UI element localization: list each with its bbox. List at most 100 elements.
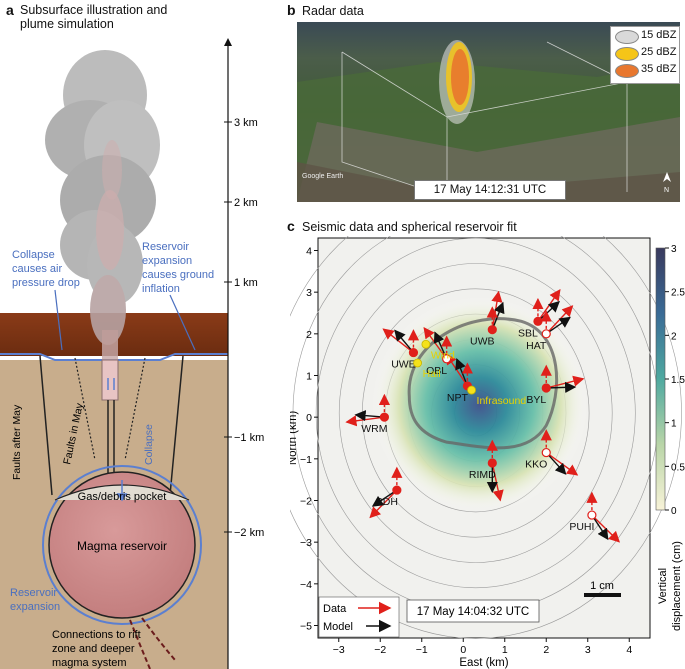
panel-c-title: Seismic data and spherical reservoir fit bbox=[302, 220, 517, 234]
y-tick-label: −5 bbox=[300, 621, 312, 633]
station-marker bbox=[487, 325, 497, 335]
station-label: RIMD bbox=[469, 469, 496, 481]
x-tick-label: 0 bbox=[460, 644, 466, 656]
panel-a-title: Subsurface illustration and plume simula… bbox=[20, 3, 167, 31]
y-tick-label: −2 bbox=[300, 496, 312, 508]
colorbar bbox=[655, 247, 666, 511]
scalebar-label: 1 cm bbox=[590, 580, 614, 592]
station-marker bbox=[392, 485, 402, 495]
model-arrow bbox=[433, 331, 448, 360]
x-tick-label: −1 bbox=[416, 644, 428, 656]
fault-in-left bbox=[74, 357, 96, 461]
res-exp-line2: expansion bbox=[142, 255, 192, 267]
connection-1 bbox=[129, 619, 151, 669]
radar-legend: 15 dBZ 25 dBZ 35 dBZ bbox=[610, 26, 680, 84]
station-label: NPT bbox=[447, 392, 469, 404]
data-arrow bbox=[546, 375, 585, 389]
panel-b-letter: b bbox=[287, 2, 296, 18]
depth-tick-minus2km: −2 km bbox=[234, 527, 264, 539]
panel-a-letter: a bbox=[6, 2, 14, 18]
yellow-marker bbox=[421, 339, 431, 349]
legend-swatch-15 bbox=[615, 30, 639, 44]
google-earth-label: Google Earth bbox=[302, 173, 343, 180]
legend-model: Model bbox=[323, 621, 353, 633]
yellow-label: Infrasound bbox=[477, 395, 527, 407]
y-tick-label: 0 bbox=[306, 412, 312, 424]
model-arrow bbox=[546, 381, 577, 393]
depth-tick-3km: 3 km bbox=[234, 117, 258, 129]
panel-c-letter: c bbox=[287, 218, 295, 234]
x-tick-label: 1 bbox=[502, 644, 508, 656]
y-tick-label: 1 bbox=[306, 371, 312, 383]
colorbar-tick-label: 0 bbox=[671, 506, 677, 517]
y-tick-label: −4 bbox=[300, 579, 312, 591]
x-tick-label: −2 bbox=[374, 644, 386, 656]
fault-after-left bbox=[39, 355, 53, 496]
colorbar-ticks: 32.521.510.50 bbox=[665, 244, 685, 517]
depth-tick-minus1km: −1 km bbox=[234, 432, 264, 444]
model-arrow bbox=[591, 514, 609, 541]
connections-line3: magma system bbox=[52, 657, 127, 669]
magma-reservoir-label: Magma reservoir bbox=[77, 539, 167, 553]
reservoir-expansion-line1: Reservoir bbox=[10, 587, 57, 599]
station-label: OBL bbox=[426, 365, 447, 377]
legend-35: 35 dBZ bbox=[641, 63, 677, 75]
legend-swatch-25 bbox=[615, 47, 639, 61]
panel-a-title-line1: Subsurface illustration and bbox=[20, 3, 168, 17]
colorbar-tick-label: 1.5 bbox=[671, 375, 685, 386]
x-ticks: −3 −2 −1 0 1 2 3 4 bbox=[333, 638, 632, 656]
model-arrow bbox=[394, 329, 414, 354]
displacement-arrows bbox=[345, 289, 621, 543]
station-label: UWB bbox=[470, 336, 495, 348]
collapse-air-line3: pressure drop bbox=[12, 277, 80, 289]
contour-line bbox=[290, 236, 682, 639]
collapse-label: Collapse bbox=[143, 424, 155, 465]
fault-after-right bbox=[169, 355, 184, 496]
x-tick-label: 3 bbox=[585, 644, 591, 656]
colorbar-tick-label: 2 bbox=[671, 331, 677, 342]
depth-tick-1km: 1 km bbox=[234, 277, 258, 289]
model-arrow bbox=[354, 410, 385, 422]
x-tick-label: 2 bbox=[543, 644, 549, 656]
y-tick-label: 3 bbox=[306, 287, 312, 299]
yellow-marker bbox=[467, 385, 476, 395]
station-label: WRM bbox=[361, 423, 387, 435]
gas-pocket-label: Gas/debris pocket bbox=[78, 491, 167, 503]
station-label: BYL bbox=[526, 394, 546, 406]
plume bbox=[45, 50, 160, 380]
station-marker bbox=[487, 458, 497, 468]
station-label: HAT bbox=[526, 340, 547, 352]
model-arrow bbox=[371, 489, 398, 507]
yellow-label: Wind bbox=[431, 349, 455, 361]
x-tick-label: 4 bbox=[626, 644, 632, 656]
radar-image: Google Earth N bbox=[297, 22, 680, 202]
panel-a-title-line2: plume simulation bbox=[20, 17, 114, 31]
connections-line2: zone and deeper bbox=[52, 643, 135, 655]
panel-b-title: Radar data bbox=[302, 4, 364, 18]
y-axis-label: North (km) bbox=[290, 411, 299, 465]
res-exp-line1: Reservoir bbox=[142, 241, 189, 253]
magma-reservoir bbox=[48, 471, 196, 619]
y-tick-label: 2 bbox=[306, 329, 312, 341]
colorbar-tick-label: 2.5 bbox=[671, 288, 685, 299]
station-marker bbox=[379, 412, 390, 422]
subsurface-illustration: 3 km 2 km 1 km −1 km −2 km Collapse caus… bbox=[0, 38, 264, 669]
caldera-rim bbox=[407, 317, 559, 450]
station-marker bbox=[408, 347, 419, 358]
station-marker bbox=[541, 383, 551, 393]
station-label: PUHI bbox=[569, 521, 594, 533]
x-tick-label: −3 bbox=[333, 644, 345, 656]
legend-swatch-35 bbox=[615, 64, 639, 78]
station-label: KKO bbox=[525, 459, 547, 471]
yellow-marker bbox=[413, 358, 422, 368]
map-timestamp-box bbox=[406, 599, 540, 623]
radar-timestamp: 17 May 14:12:31 UTC bbox=[414, 180, 566, 200]
contour-line bbox=[315, 237, 636, 589]
y-tick-label: −3 bbox=[300, 537, 312, 549]
station-label: UWE bbox=[391, 359, 416, 371]
colorbar-label-line2: displacement (cm) bbox=[671, 541, 683, 631]
model-arrow bbox=[545, 452, 567, 475]
collapse-air-line1: Collapse bbox=[12, 249, 55, 261]
